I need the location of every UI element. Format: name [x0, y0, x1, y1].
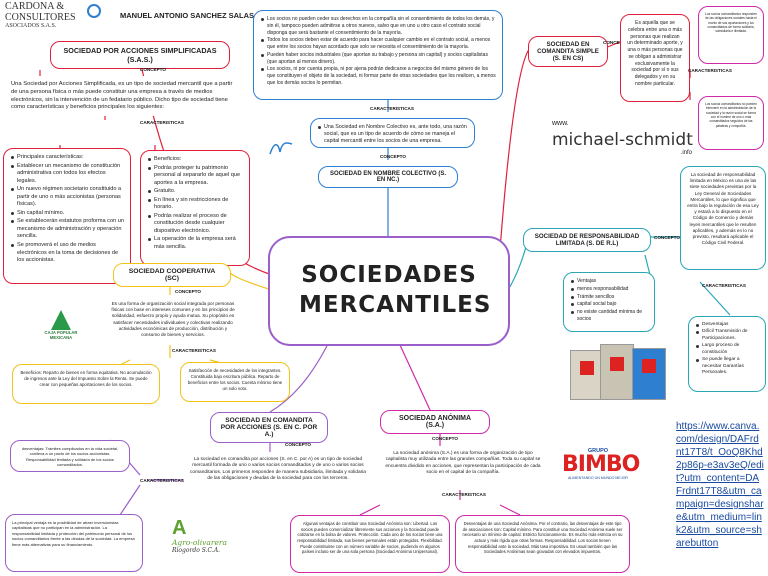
snc-char-item: Todos los socios deben estar de acuerdo …: [260, 37, 496, 51]
logo-cardona: CARDONA & CONSULTORES ASOCIADOS S.A.S.: [5, 1, 105, 38]
sas-char-right: Beneficios:Podrás proteger tu patrimonio…: [140, 150, 250, 266]
srl-ventajas-item: capital social bajo: [570, 301, 648, 308]
srl-desventajas-item: Largo proceso de constitución: [695, 343, 759, 356]
sca-concept: La sociedad en comandita por acciones (S…: [183, 452, 373, 494]
cement-bag-2: [600, 344, 634, 400]
watermark: www. michael-schmidt .info: [552, 112, 702, 156]
snc-char-label: CARACTERISTICAS: [370, 106, 414, 111]
central-node: SOCIEDADES MERCANTILES: [268, 236, 510, 346]
scs-char-top: Los socios comanditarios responden de la…: [698, 6, 764, 64]
srl-desventajas-item: Difícil Transmisión de Participaciones.: [695, 329, 759, 342]
sas-char-left-item: Se promoverá el uso de medios electrónic…: [10, 242, 124, 265]
sca-title: SOCIEDAD EN COMANDITA POR ACCIONES (S. E…: [210, 412, 328, 443]
logo-cardona-sub: ASOCIADOS S.A.S.: [5, 23, 57, 29]
snc-concept-label: CONCEPTO: [380, 154, 406, 159]
srl-desventajas-item: Se puede llegar a necesitar Garantías Pe…: [695, 357, 759, 376]
sca-char-label: CARACTERISTICAS: [140, 478, 184, 483]
logo-cardona-mark-icon: [87, 4, 101, 18]
watermark-site: www.: [552, 120, 569, 127]
sca-logo-sub: Riogordo S.C.A.: [172, 547, 221, 554]
srl-char-label: CARACTERISTICAS: [702, 283, 746, 288]
sca-logo-name: Agro-olivarera: [172, 538, 227, 547]
sas-char-right-item: Beneficios:: [147, 156, 243, 164]
sa-char-label: CARACTERISTICAS: [442, 492, 486, 497]
sca-concept-label: CONCEPTO: [285, 442, 311, 447]
srl-desventajas-item: Desventajas: [695, 322, 759, 328]
scs-char-bottom: Los socios comanditarios no pueden inter…: [698, 96, 764, 150]
sas-char-left-item: Establecer un mecanismo de constitución …: [10, 163, 124, 186]
bimbo-logo-top: GRUPO: [587, 448, 609, 454]
scs-concept: Es aquella que se celebra entre una o má…: [620, 14, 690, 102]
sc-concept-label: CONCEPTO: [175, 289, 201, 294]
watermark-ext: .info: [680, 150, 692, 156]
sca-logo: A Agro-olivarera Riogordo S.C.A.: [172, 518, 242, 568]
sas-char-label: CARACTERISTICAS: [140, 120, 184, 125]
sas-title: SOCIEDAD POR ACCIONES SIMPLIFICADAS (S.A…: [50, 41, 230, 69]
sa-concept: La sociedad anónima (S.A.) es una forma …: [378, 446, 548, 482]
sas-char-right-item: Gratuito.: [147, 188, 243, 196]
watermark-brand: michael-schmidt: [552, 130, 693, 150]
canva-link[interactable]: https://www.canva.com/design/DAFrdnt17T8…: [676, 421, 764, 549]
sas-char-left-item: Sin capital mínimo.: [10, 210, 124, 218]
author-name: MANUEL ANTONIO SANCHEZ SALAS: [120, 11, 255, 20]
sas-char-right-item: Podrás realizar el proceso de constituci…: [147, 213, 243, 236]
snc-concept: Una Sociedad en Nombre Colectivo es, ant…: [310, 118, 475, 148]
srl-ventajas-item: no existe cantidad mínima de socios: [570, 309, 648, 323]
sc-logo: CAJA POPULAR MEXICANA: [38, 310, 84, 352]
sc-char-left: Beneficios: Reparto de bienes en forma e…: [12, 364, 160, 404]
scs-char-label: CARACTERISTICAS: [688, 68, 732, 73]
sc-char-label: CARACTERISTICAS: [172, 348, 216, 353]
snc-char-item: Los socios no pueden ceder sus derechos …: [260, 16, 496, 36]
sas-char-right-item: Podrás proteger tu patrimonio personal a…: [147, 165, 243, 188]
srl-ventajas-item: menos responsabilidad: [570, 286, 648, 293]
sc-title: SOCIEDAD COOPERATIVA (SC): [113, 263, 231, 287]
cement-bags-image: [570, 342, 688, 404]
sc-logo-text: CAJA POPULAR MEXICANA: [44, 330, 78, 340]
srl-title: SOCIEDAD DE RESPONSABILIDAD LIMITADA (S.…: [523, 228, 651, 252]
sc-char-right: Satisfacción de necesidades de los integ…: [180, 362, 290, 402]
sas-char-left-item: Un nuevo régimen societario constituido …: [10, 186, 124, 209]
sas-char-left-item: Se establecerán estatutos proforma con u…: [10, 218, 124, 241]
snc-characteristics-box: Los socios no pueden ceder sus derechos …: [253, 10, 503, 100]
sa-char-left: Algunas ventajas de constituir una Socie…: [290, 515, 450, 573]
srl-concept: La sociedad de responsabilidad limitada …: [680, 166, 766, 270]
bimbo-logo: GRUPO BIMBO ALIMENTANDO UN MUNDO MEJOR: [562, 448, 640, 496]
sa-concept-label: CONCEPTO: [432, 436, 458, 441]
logo-cardona-name: CARDONA & CONSULTORES: [5, 1, 76, 23]
snc-title: SOCIEDAD EN NOMBRE COLECTIVO (S. EN NC.): [318, 166, 458, 188]
sca-char-top-left: desventajas: Trámites complicados en la …: [10, 440, 130, 472]
sas-char-right-item: En línea y sin restricciones de horario.: [147, 197, 243, 212]
sas-char-right-item: La operación de la empresa será más senc…: [147, 236, 243, 251]
snc-logo-icon: [268, 140, 294, 156]
snc-char-item: Pueden haber socios industriales (que ap…: [260, 52, 496, 66]
sa-title: SOCIEDAD ANÓNIMA (S.A.): [380, 410, 490, 434]
srl-ventajas-item: Trámite sencillos: [570, 294, 648, 301]
sas-char-left: Principales características:Establecer u…: [3, 148, 131, 284]
srl-ventajas-item: Ventajas: [570, 278, 648, 285]
srl-concept-label: CONCEPTO: [654, 235, 680, 240]
sas-concept-label: CONCEPTO: [140, 67, 166, 72]
cement-bag-1: [570, 350, 604, 400]
sc-logo-icon: [51, 310, 71, 330]
scs-title: SOCIEDAD EN COMANDITA SIMPLE (S. EN CS): [528, 36, 608, 67]
snc-concept-text: Una Sociedad en Nombre Colectivo es, ant…: [317, 124, 468, 145]
sca-logo-icon: A: [172, 517, 187, 539]
bimbo-logo-tag: ALIMENTANDO UN MUNDO MEJOR: [567, 476, 629, 480]
sca-char-bottom-left: La principal ventaja es la posibilidad d…: [5, 514, 143, 572]
bimbo-logo-name: BIMBO: [562, 452, 640, 477]
cement-bag-3: [632, 348, 666, 400]
sc-concept: Es una forma de organización social inte…: [103, 296, 243, 344]
scs-concept-label: CONCEPTO: [603, 40, 629, 45]
sas-char-left-item: Principales características:: [10, 154, 124, 162]
snc-char-item: Los socios, ni por cuenta propia, ni por…: [260, 66, 496, 86]
central-title: SOCIEDADES MERCANTILES: [299, 262, 492, 318]
sas-concept: Una Sociedad por Acciones Simplificada, …: [5, 76, 245, 116]
sa-char-right: Desventajas de una Sociedad Anónima. Por…: [455, 515, 630, 573]
